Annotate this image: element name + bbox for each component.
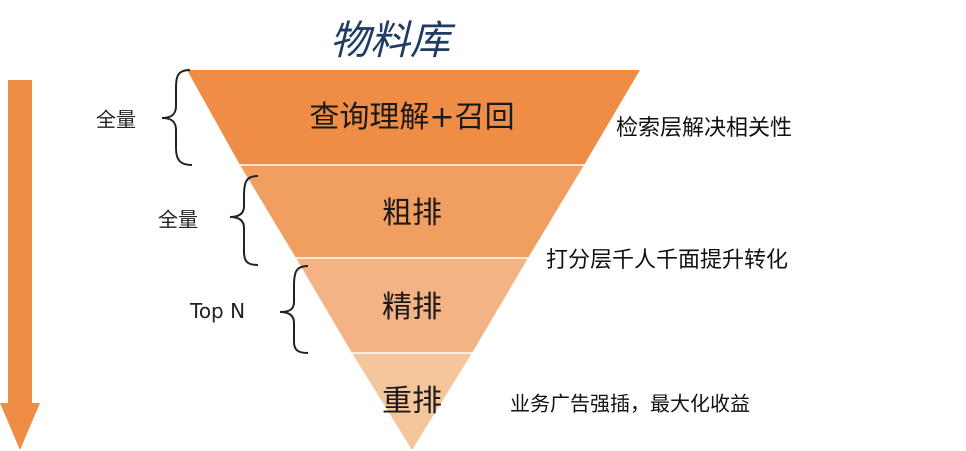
diagram-title: 物料库 <box>330 18 450 64</box>
down-arrow-icon <box>0 80 40 450</box>
brace-icon <box>279 265 309 354</box>
note-retrieval-layer: 检索层解决相关性 <box>616 116 793 141</box>
note-business-layer: 业务广告强插，最大化收益 <box>510 391 750 416</box>
funnel-layer-recall <box>187 70 640 165</box>
layer-label-fine-rank: 精排 <box>382 290 442 325</box>
funnel-layer-fine-rank <box>296 258 528 353</box>
note-scoring-layer: 打分层千人千面提升转化 <box>546 248 789 273</box>
side-label-topn: Top N <box>190 299 246 323</box>
layer-label-rerank: 重排 <box>382 384 442 419</box>
side-label-full: 全量 <box>96 107 136 132</box>
brace-icon <box>161 69 193 166</box>
layer-label-recall: 查询理解+召回 <box>309 100 515 135</box>
funnel-layer-rerank <box>352 353 472 450</box>
brace-icon <box>229 175 259 266</box>
layer-label-coarse-rank: 粗排 <box>382 196 442 231</box>
funnel-layer-coarse-rank <box>240 165 584 258</box>
side-label-full: 全量 <box>158 207 198 232</box>
